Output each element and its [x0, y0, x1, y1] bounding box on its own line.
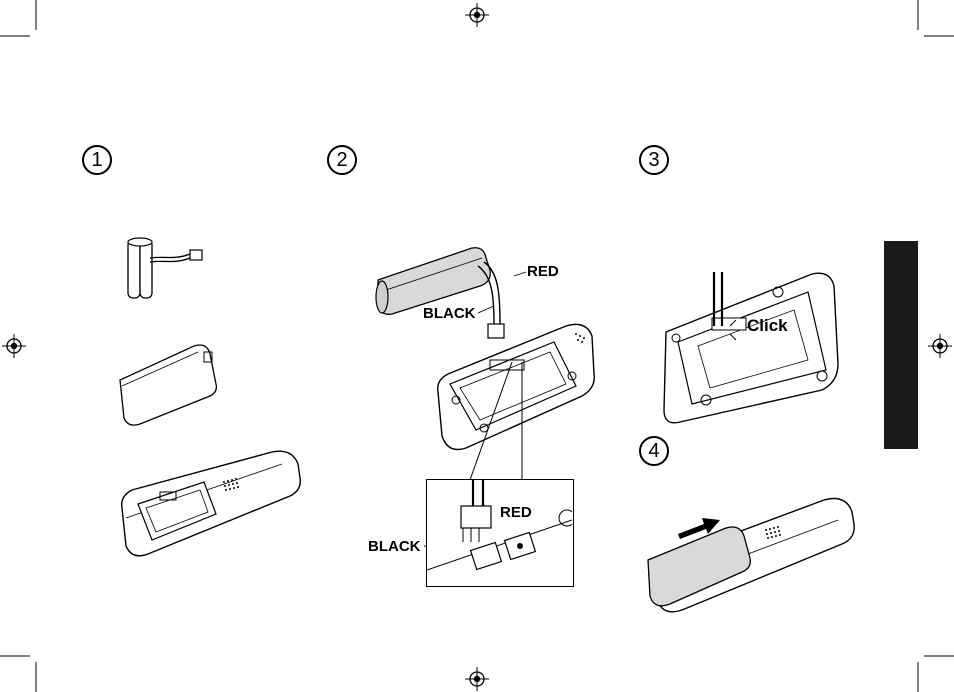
click-label: Click	[747, 317, 788, 334]
zoom-inset-frame	[426, 479, 574, 587]
red-wire-inset-label: RED	[500, 505, 532, 520]
handset-icon	[662, 272, 842, 428]
insert-arrow-icon	[676, 512, 722, 540]
black-wire-inset-label: BLACK	[368, 539, 421, 554]
handset-icon	[642, 494, 856, 616]
connector-detail-icon	[427, 480, 572, 585]
